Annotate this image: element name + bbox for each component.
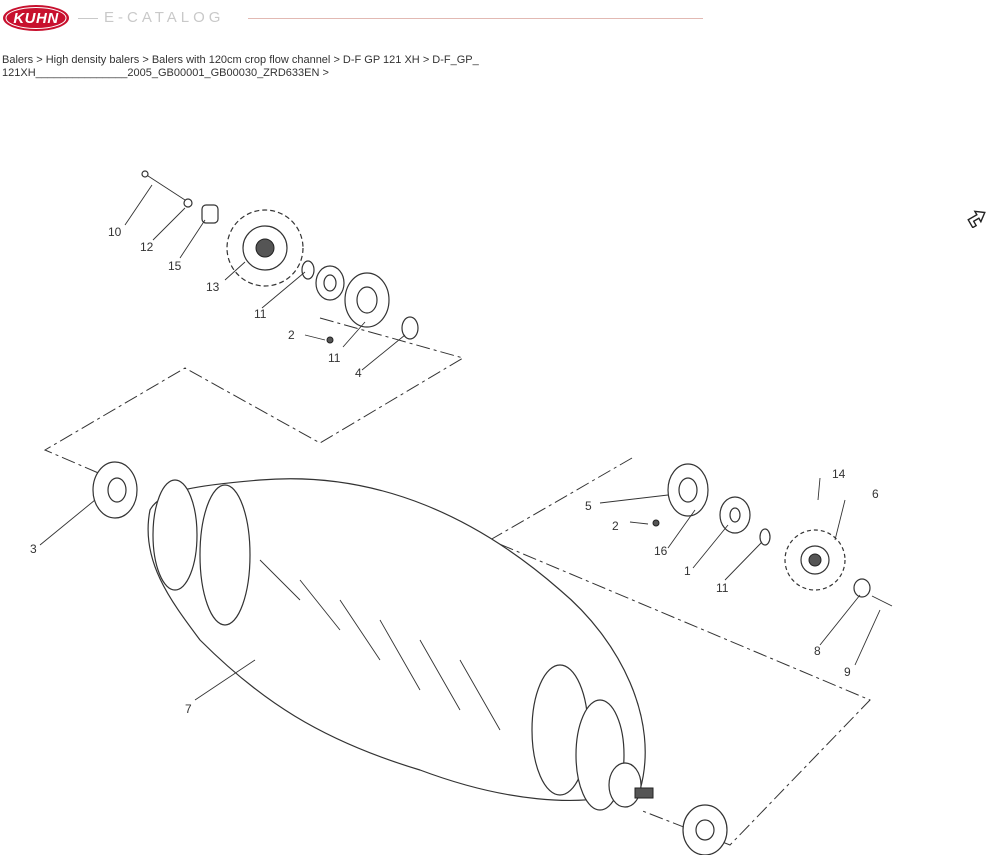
part-bolt-9[interactable] bbox=[871, 595, 893, 607]
part-sprocket-6[interactable] bbox=[784, 529, 846, 591]
breadcrumb-item-model[interactable]: D-F GP 121 XH bbox=[342, 54, 420, 66]
callout-4[interactable]: 4 bbox=[355, 366, 362, 380]
app-header: KUHN E-CATALOG bbox=[0, 0, 1000, 40]
breadcrumb-item-page[interactable]: D-F_GP_121XH_______________2005_GB00001_… bbox=[2, 54, 479, 79]
part-rotor-7[interactable] bbox=[147, 478, 654, 811]
breadcrumb-separator: > bbox=[422, 54, 433, 66]
callout-12[interactable]: 12 bbox=[140, 240, 154, 254]
callout-11-top[interactable]: 11 bbox=[254, 307, 267, 321]
callout-7[interactable]: 7 bbox=[185, 702, 192, 716]
breadcrumb-separator: > bbox=[142, 54, 152, 66]
assembly-line-top bbox=[43, 317, 465, 479]
export-arrow-icon[interactable] bbox=[964, 206, 990, 228]
breadcrumb-item-crop-flow[interactable]: Balers with 120cm crop flow channel bbox=[151, 54, 331, 66]
part-bushing-15[interactable] bbox=[201, 204, 219, 224]
part-nut-12[interactable] bbox=[183, 198, 193, 208]
callout-6[interactable]: 6 bbox=[872, 487, 879, 501]
header-divider-right bbox=[248, 18, 703, 19]
breadcrumb-item-balers[interactable]: Balers bbox=[2, 54, 34, 66]
callout-14[interactable]: 14 bbox=[832, 467, 846, 481]
part-ring-11-top[interactable] bbox=[301, 260, 315, 280]
part-bearing-right[interactable] bbox=[719, 496, 751, 534]
part-ring-4[interactable] bbox=[401, 316, 419, 340]
part-bolt-10[interactable] bbox=[141, 170, 186, 201]
part-sprocket-13[interactable] bbox=[226, 209, 304, 287]
part-flange-5[interactable] bbox=[667, 463, 709, 517]
breadcrumb-separator: > bbox=[36, 54, 46, 66]
part-flange-3[interactable] bbox=[92, 461, 138, 519]
callout-1[interactable]: 1 bbox=[684, 564, 691, 578]
callout-11-mid[interactable]: 11 bbox=[328, 351, 341, 365]
callout-3[interactable]: 3 bbox=[30, 542, 37, 556]
kuhn-logo[interactable]: KUHN bbox=[2, 4, 70, 32]
callout-16[interactable]: 16 bbox=[654, 544, 668, 558]
callout-2-right[interactable]: 2 bbox=[612, 519, 619, 533]
breadcrumb: Balers > High density balers > Balers wi… bbox=[2, 54, 482, 80]
part-flange-bottom[interactable] bbox=[682, 804, 728, 855]
callout-10[interactable]: 10 bbox=[108, 225, 122, 239]
catalog-title: E-CATALOG bbox=[104, 9, 225, 26]
part-bearing-top[interactable] bbox=[315, 265, 345, 301]
part-screw-2-top[interactable] bbox=[326, 336, 334, 344]
part-screw-2-right[interactable] bbox=[652, 519, 660, 527]
callout-8[interactable]: 8 bbox=[814, 644, 821, 658]
breadcrumb-item-high-density[interactable]: High density balers bbox=[45, 54, 140, 66]
callout-9[interactable]: 9 bbox=[844, 665, 851, 679]
callout-2-top[interactable]: 2 bbox=[288, 328, 295, 342]
callout-15[interactable]: 15 bbox=[168, 259, 182, 273]
header-divider-left bbox=[78, 18, 98, 19]
part-ring-11-right[interactable] bbox=[759, 528, 771, 546]
breadcrumb-separator: > bbox=[322, 67, 329, 79]
callout-13[interactable]: 13 bbox=[206, 280, 220, 294]
logo-text: KUHN bbox=[13, 10, 59, 27]
callout-5[interactable]: 5 bbox=[585, 499, 592, 513]
part-flange-top[interactable] bbox=[344, 272, 390, 328]
breadcrumb-separator: > bbox=[333, 54, 343, 66]
part-washer-8[interactable] bbox=[853, 578, 871, 598]
callout-11-right[interactable]: 11 bbox=[716, 581, 729, 595]
exploded-parts-diagram: 10 12 15 13 11 2 11 4 3 7 5 2 16 1 11 14… bbox=[30, 170, 893, 855]
